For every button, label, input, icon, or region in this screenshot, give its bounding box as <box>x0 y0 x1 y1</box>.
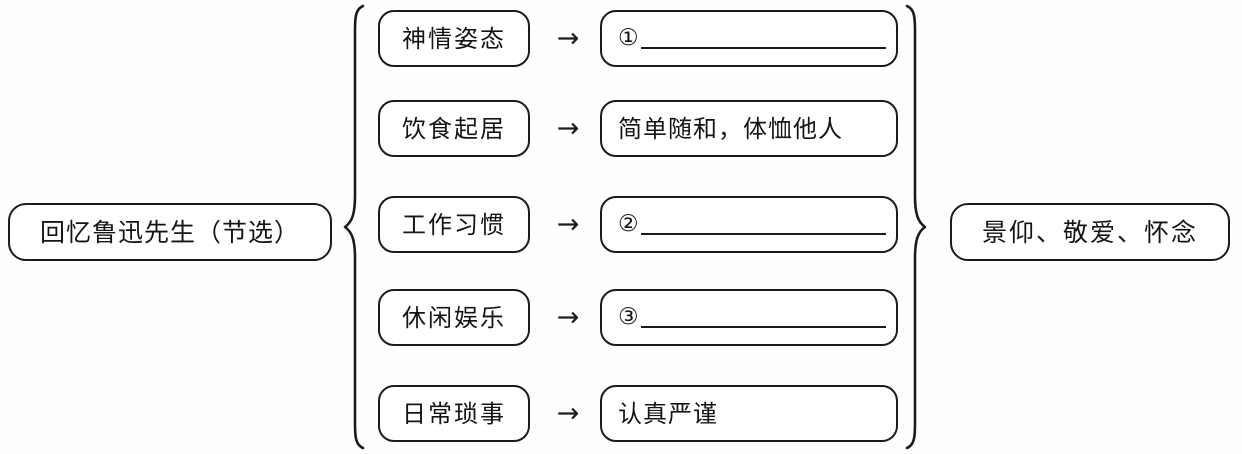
aspect-box-1: 神情姿态 <box>378 10 530 67</box>
arrow-icon-2: → <box>556 113 580 144</box>
arrow-icon-4: → <box>556 302 580 333</box>
arrow-icon-1: → <box>556 23 580 54</box>
arrow-icon-3: → <box>556 209 580 240</box>
root-topic-box: 回忆鲁迅先生（节选） <box>8 203 332 261</box>
root-topic-label: 回忆鲁迅先生（节选） <box>39 217 300 247</box>
answer-blank-1: ① <box>618 27 890 50</box>
answer-box-5: 认真严谨 <box>600 385 898 442</box>
answer-blank-4: ③ <box>618 306 890 329</box>
blank-marker-3: ② <box>618 211 639 237</box>
aspect-box-4: 休闲娱乐 <box>378 289 530 346</box>
aspect-label-1: 神情姿态 <box>402 24 506 53</box>
left-brace <box>338 0 372 454</box>
aspect-label-2: 饮食起居 <box>402 114 506 143</box>
aspect-label-4: 休闲娱乐 <box>402 303 506 332</box>
conclusion-box: 景仰、敬爱、怀念 <box>950 203 1230 261</box>
aspect-box-5: 日常琐事 <box>378 385 530 442</box>
conclusion-label: 景仰、敬爱、怀念 <box>981 217 1198 247</box>
blank-line-4 <box>640 326 886 328</box>
answer-blank-3: ② <box>618 213 890 236</box>
answer-box-2: 简单随和，体恤他人 <box>600 100 898 157</box>
right-brace <box>898 0 932 454</box>
blank-marker-1: ① <box>618 25 639 51</box>
answer-box-3: ② <box>600 196 898 253</box>
answer-label-2: 简单随和，体恤他人 <box>618 114 843 143</box>
aspect-box-3: 工作习惯 <box>378 196 530 253</box>
answer-label-5: 认真严谨 <box>618 399 718 428</box>
answer-box-1: ① <box>600 10 898 67</box>
aspect-label-5: 日常琐事 <box>402 399 506 428</box>
aspect-box-2: 饮食起居 <box>378 100 530 157</box>
answer-box-4: ③ <box>600 289 898 346</box>
blank-line-1 <box>640 47 886 49</box>
blank-line-3 <box>640 233 886 235</box>
arrow-icon-5: → <box>556 398 580 429</box>
blank-marker-4: ③ <box>618 304 639 330</box>
aspect-label-3: 工作习惯 <box>402 210 506 239</box>
